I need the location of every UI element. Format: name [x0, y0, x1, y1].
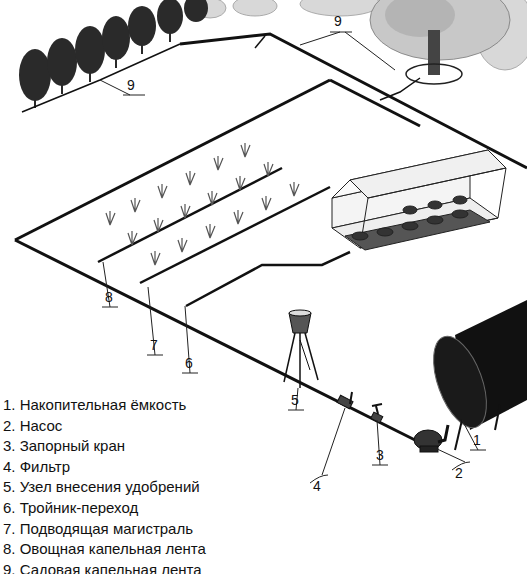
storage-tank — [423, 300, 527, 450]
callout-number: 6 — [185, 356, 193, 371]
key-entry: 6. Тройник-переход — [3, 500, 138, 517]
pipe-fittings — [337, 392, 442, 452]
key-entry: 4. Фильтр — [3, 459, 70, 476]
fertilizer-unit — [284, 310, 318, 388]
key-entry: 5. Узел внесения удобрений — [3, 479, 200, 496]
callout-number: 9 — [127, 78, 135, 93]
callout-number: 4 — [313, 479, 321, 494]
key-entry: 8. Овощная капельная лента — [3, 541, 206, 558]
callout-number: 5 — [291, 393, 299, 408]
tree-row — [19, 0, 208, 108]
key-entry: 7. Подводящая магистраль — [3, 521, 193, 538]
greenhouse — [332, 150, 506, 250]
pipes — [15, 34, 527, 445]
callout-number: 3 — [376, 448, 384, 463]
callout-number: 9 — [334, 14, 342, 29]
key-entry: 9. Садовая капельная лента — [3, 562, 202, 574]
callout-number: 7 — [150, 338, 158, 353]
callout-number: 8 — [105, 290, 113, 305]
large-tree — [370, 0, 510, 84]
key-entry: 1. Накопительная ёмкость — [3, 397, 186, 414]
callout-number: 2 — [455, 466, 463, 481]
leader-lines — [100, 32, 486, 483]
vegetable-plants — [106, 143, 299, 265]
key-entry: 2. Насос — [3, 418, 62, 435]
callout-number: 1 — [473, 433, 481, 448]
key-entry: 3. Запорный кран — [3, 438, 125, 455]
